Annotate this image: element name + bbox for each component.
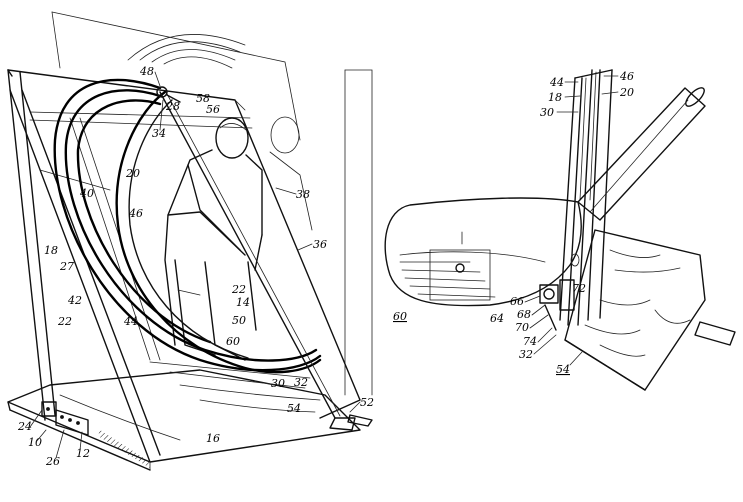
pivot-hub [156,86,181,103]
ref-46a: 46 [128,207,143,220]
ref-42: 42 [67,294,82,307]
ref-26: 26 [45,455,60,468]
base-clamp [41,401,89,436]
ref-44b: 44 [549,76,564,89]
motion-ghost-panel [51,11,301,141]
ref-60a: 60 [226,335,240,348]
ref-60b: 60 [393,310,407,323]
ref-30a: 30 [271,377,285,390]
detail-connector [539,253,580,331]
ref-34: 34 [152,127,166,140]
ref-32b: 32 [519,348,533,361]
ref-52: 52 [360,396,374,409]
detail-base-block [564,229,736,391]
base-platform [7,361,361,471]
ref-38: 38 [296,188,310,201]
ref-28: 28 [165,100,180,113]
ref-14: 14 [236,296,250,309]
ref-54b: 54 [556,363,570,376]
ref-54a: 54 [287,402,301,415]
ref-58: 58 [196,92,210,105]
ref-56: 56 [206,103,220,116]
ref-72: 72 [572,282,586,295]
ref-66: 66 [510,295,524,308]
right-leader-lines [524,75,619,366]
left-leader-lines [29,71,361,459]
swing-trainer-figure: 48 58 56 28 34 20 40 46 38 36 18 27 42 2… [7,11,374,471]
ref-64: 64 [490,312,504,325]
ref-27: 27 [59,260,74,273]
ref-46b: 46 [619,70,634,83]
ref-20b: 20 [619,86,634,99]
ref-30b: 30 [540,106,554,119]
ref-40: 40 [79,187,94,200]
ref-68: 68 [517,308,531,321]
ref-18a: 18 [44,244,58,257]
left-reference-labels: 48 58 56 28 34 20 40 46 38 36 18 27 42 2… [17,65,374,468]
background-wall [344,69,373,396]
ref-74: 74 [523,335,537,348]
ref-50: 50 [232,314,246,327]
ref-18b: 18 [548,91,562,104]
ref-10: 10 [28,436,42,449]
detail-club-head [384,197,582,307]
right-reference-labels: 44 46 18 20 30 60 64 66 68 70 72 74 32 5… [393,70,634,376]
ref-44a: 44 [123,315,138,328]
ref-16: 16 [206,432,220,445]
swing-guide-rails [53,78,322,374]
ref-32a: 32 [294,376,308,389]
ref-22a: 22 [57,315,72,328]
detail-shaft [577,87,706,221]
ref-22b: 22 [231,283,246,296]
club-head-detail-figure: 44 46 18 20 30 60 64 66 68 70 72 74 32 5… [384,69,736,391]
ref-48: 48 [139,65,154,78]
ref-70: 70 [515,321,529,334]
detail-rails [559,69,613,326]
a-frame-support [7,69,161,463]
ref-12: 12 [76,447,90,460]
ref-24: 24 [17,420,32,433]
club-shaft [159,91,373,431]
ref-36: 36 [313,238,327,251]
ref-20a: 20 [125,167,140,180]
